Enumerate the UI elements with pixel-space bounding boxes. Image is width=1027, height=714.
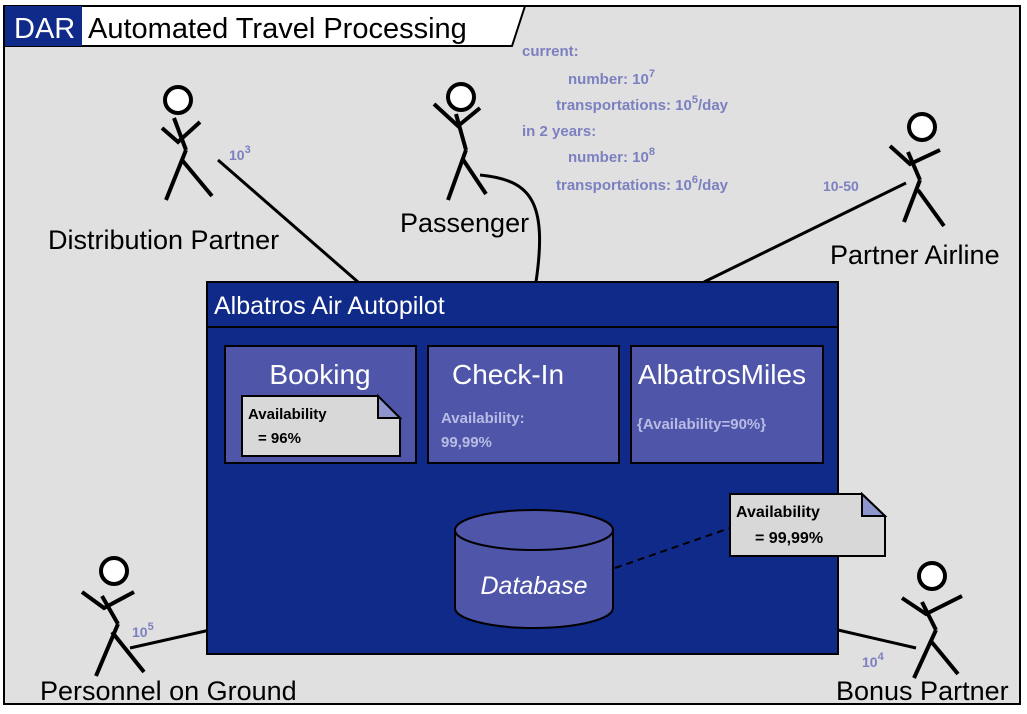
stats-future-transport-unit: /day [698,177,729,194]
stats-future-number: number: 108 [568,146,655,166]
distribution-partner-multiplicity: 103 [229,144,251,163]
actor-partner-airline-label: Partner Airline [830,240,1000,270]
booking-note-fold [377,393,403,419]
stats-future-transport-label: transportations: 10 [556,177,692,194]
actor-partner-airline-icon [888,112,946,228]
bonus-partner-multiplicity: 104 [862,651,885,670]
partner-airline-multiplicity: 10-50 [823,178,859,194]
albatrosmiles-title: AlbatrosMiles [638,359,806,390]
checkin-line2: 99,99% [441,434,492,451]
stats-current-number-exp: 7 [649,68,655,80]
personnel-multiplicity: 105 [132,621,154,640]
personnel-mult-base: 10 [132,624,148,640]
actor-distribution-partner-label: Distribution Partner [48,225,279,255]
stats-current-transport-unit: /day [698,97,729,114]
stats-current-label: current: [522,43,579,60]
stats-future-number-exp: 8 [649,146,655,158]
distribution-partner-mult-exp: 3 [245,144,251,156]
stats-current-number-label: number: 10 [568,71,649,88]
actor-passenger-label: Passenger [400,208,529,238]
stats-current-transport: transportations: 105/day [556,94,729,114]
booking-title: Booking [269,359,370,390]
actor-bonus-partner-label: Bonus Partner [836,676,1009,706]
title-tag-box [5,6,82,46]
database-label: Database [480,572,587,600]
actor-distribution-partner-icon [160,85,214,201]
database-note-line1: Availability [736,504,820,521]
database-note-link [614,527,731,569]
checkin-title: Check-In [452,359,564,390]
link-distribution-partner [217,158,359,284]
system-title: Albatros Air Autopilot [214,292,445,320]
component-albatrosmiles [630,345,824,464]
stats-future-transport-exp: 6 [692,174,698,186]
actor-passenger-icon [432,82,488,201]
stats-future-label: in 2 years: [522,123,596,140]
stats-current-transport-label: transportations: 10 [556,97,692,114]
stats-current-number: number: 107 [568,68,655,88]
page-title: Automated Travel Processing [88,13,467,45]
passenger-stats: current: number: 107 transportations: 10… [522,43,729,194]
database-note-fold [861,491,888,517]
title-tag: DAR [14,13,75,45]
personnel-mult-exp: 5 [148,621,154,633]
link-partner-airline [703,181,907,284]
database-icon [454,509,614,629]
link-personnel [129,628,211,650]
stats-future-transport: transportations: 106/day [556,174,729,194]
link-passenger [479,173,541,283]
database-note-line2: = 99,99% [755,530,823,547]
albatrosmiles-line1: {Availability=90%} [637,416,766,433]
actor-personnel-icon [80,556,146,677]
stats-future-number-label: number: 10 [568,149,649,166]
distribution-partner-mult-base: 10 [229,147,245,163]
link-bonus-partner [837,628,917,650]
booking-note-line2: = 96% [258,430,301,447]
checkin-line1: Availability: [441,410,525,427]
component-checkin [427,345,620,464]
actor-bonus-partner-icon [900,561,963,679]
booking-note-line1: Availability [248,406,327,423]
bonus-partner-mult-base: 10 [862,654,878,670]
database-note [729,493,886,557]
booking-note [241,395,401,457]
actor-personnel-label: Personnel on Ground [40,676,297,706]
bonus-partner-mult-exp: 4 [878,651,885,663]
stats-current-transport-exp: 5 [692,94,698,106]
